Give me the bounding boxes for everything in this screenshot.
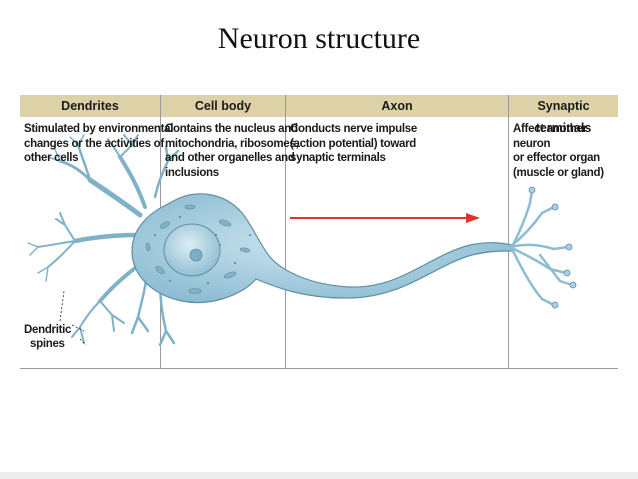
nucleus bbox=[163, 223, 221, 277]
desc-line: (action potential) toward bbox=[290, 137, 417, 150]
desc-line: and other organelles and bbox=[165, 152, 295, 164]
slide-footer-bar bbox=[0, 472, 638, 479]
header-dendrites: Dendrites bbox=[20, 95, 160, 117]
desc-line: synaptic terminals bbox=[290, 152, 386, 164]
desc-dendrites: Stimulated by environmental changes or t… bbox=[24, 122, 173, 166]
impulse-direction-arrow bbox=[290, 213, 480, 223]
desc-line: other cells bbox=[24, 152, 79, 164]
header-axon: Axon bbox=[286, 95, 508, 117]
desc-line: Affect another neuron bbox=[513, 123, 587, 150]
header-cell-body: Cell body bbox=[161, 95, 285, 117]
dendritic-spines-label: Dendritic spines bbox=[24, 323, 71, 351]
desc-line: inclusions bbox=[165, 166, 219, 179]
label-line: spines bbox=[30, 338, 65, 350]
column-divider bbox=[285, 95, 286, 368]
dendrites-branches bbox=[27, 134, 180, 347]
nucleolus bbox=[189, 248, 203, 262]
desc-line: Contains the nucleus and bbox=[165, 123, 298, 135]
column-divider bbox=[508, 95, 509, 368]
desc-synaptic-terminals: Affect another neuron or effector organ … bbox=[513, 122, 618, 180]
page-title: Neuron structure bbox=[217, 22, 421, 55]
desc-cell-body: Contains the nucleus and mitochondria, r… bbox=[165, 122, 299, 180]
organelles bbox=[145, 204, 251, 294]
desc-line: Stimulated by environmental bbox=[24, 123, 174, 135]
desc-line: mitochondria, ribosomes, bbox=[165, 137, 299, 150]
axon-terminals bbox=[508, 189, 574, 307]
desc-line: Conducts nerve impulse bbox=[290, 123, 417, 135]
terminal-boutons bbox=[528, 186, 577, 309]
desc-line: (muscle or gland) bbox=[513, 166, 604, 179]
header-synaptic-terminals: Synaptic terminals bbox=[509, 95, 618, 135]
desc-line: changes or the activities of bbox=[24, 137, 164, 150]
neuron-illustration bbox=[27, 134, 577, 347]
desc-line: or effector organ bbox=[513, 152, 600, 164]
desc-axon: Conducts nerve impulse (action potential… bbox=[290, 122, 417, 166]
neuron-figure: Dendrites Cell body Axon Synaptic termin… bbox=[20, 95, 618, 369]
label-line: Dendritic bbox=[24, 324, 72, 336]
spines-pointer-lines bbox=[59, 290, 87, 346]
